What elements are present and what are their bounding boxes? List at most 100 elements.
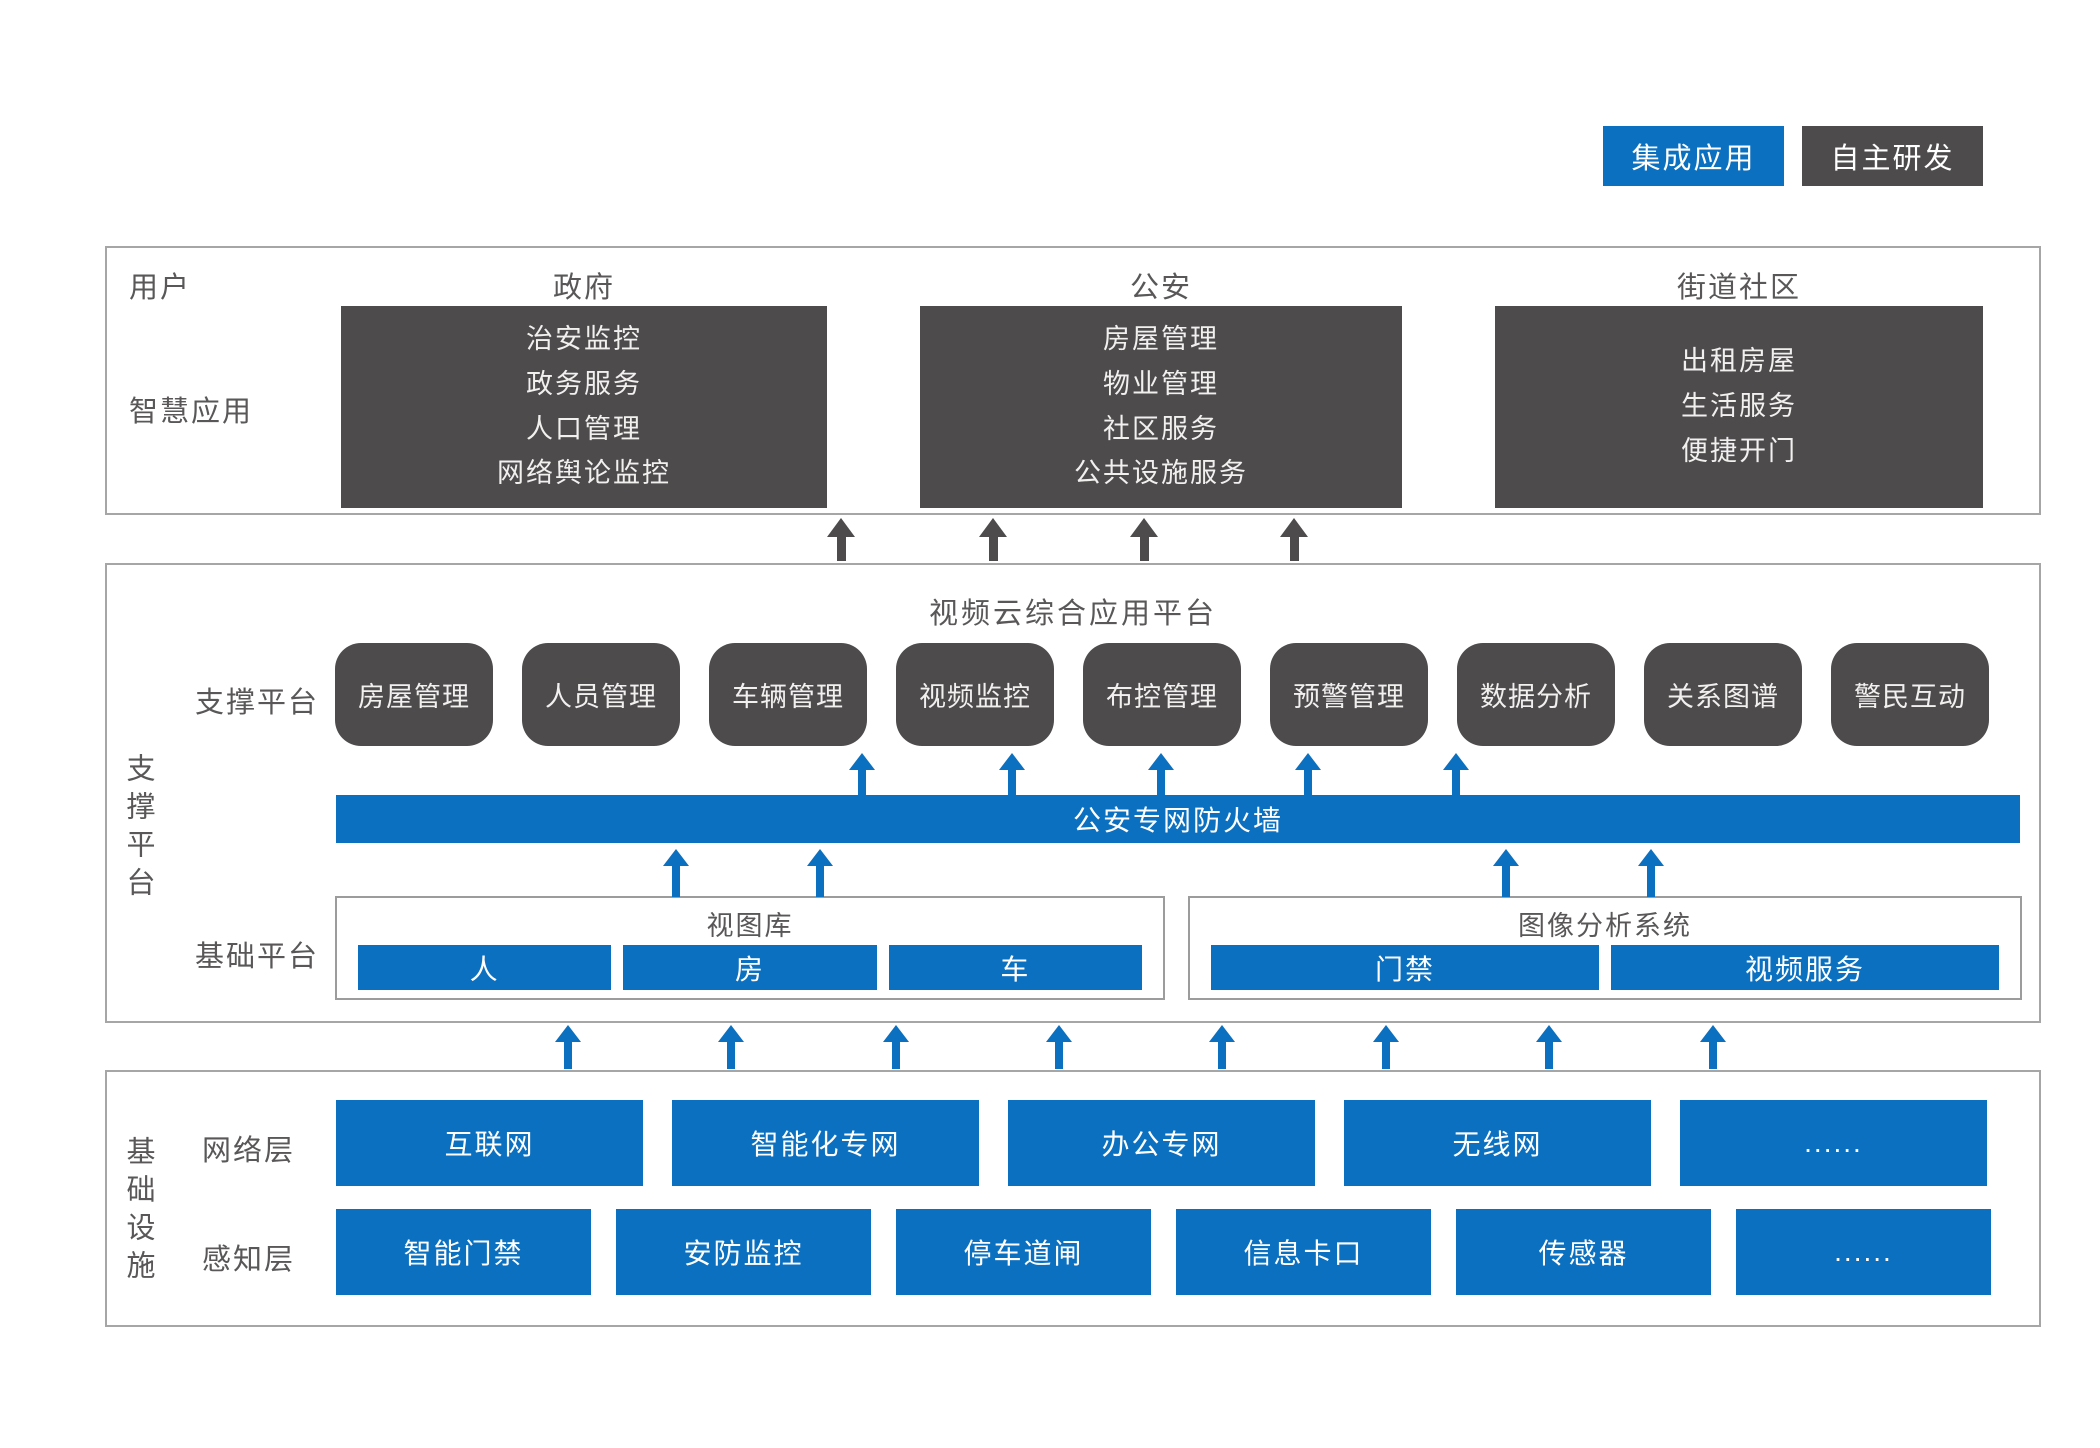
bar-item: 房 <box>623 945 877 990</box>
bar-item: 人 <box>358 945 612 990</box>
arrow-head <box>555 1025 581 1042</box>
app-item: 公共设施服务 <box>1074 458 1248 489</box>
arrow-shaft <box>1452 770 1460 797</box>
arrow-shaft <box>858 770 866 797</box>
sensing-box: 智能门禁 <box>336 1209 591 1295</box>
sensing-box: 安防监控 <box>616 1209 871 1295</box>
up-arrow-icon <box>1638 849 1664 897</box>
legend-integrated-app: 集成应用 <box>1603 126 1784 186</box>
government-apps-box: 治安监控 政务服务 人口管理 网络舆论监控 <box>341 306 827 508</box>
police-apps-box: 房屋管理 物业管理 社区服务 公共设施服务 <box>920 306 1402 508</box>
arrow-head <box>979 518 1007 537</box>
arrow-head <box>1130 518 1158 537</box>
up-arrow-icon <box>979 518 1007 561</box>
base-box-title: 视图库 <box>706 911 794 941</box>
column-header: 街道社区 <box>1676 272 1801 304</box>
arrow-shaft <box>1008 770 1016 797</box>
arrow-shaft <box>1289 537 1299 561</box>
module-box: 数据分析 <box>1457 643 1615 746</box>
app-item: 便捷开门 <box>1681 435 1797 466</box>
base-box-title: 图像分析系统 <box>1518 911 1692 941</box>
app-item: 社区服务 <box>1103 413 1219 444</box>
sensing-box: ...... <box>1736 1209 1991 1295</box>
base-bars: 人 房 车 <box>358 945 1142 990</box>
up-arrow-icon <box>1536 1025 1562 1069</box>
user-application-section: 用户 智慧应用 政府 治安监控 政务服务 人口管理 网络舆论监控 公安 房屋管理… <box>105 246 2041 515</box>
up-arrow-icon <box>849 753 875 797</box>
app-item: 治安监控 <box>526 324 642 355</box>
arrow-shaft <box>1382 1042 1390 1069</box>
up-arrow-icon <box>1046 1025 1072 1069</box>
up-arrow-icon <box>1443 753 1469 797</box>
support-row-label: 支撑平台 <box>195 687 320 719</box>
up-arrow-icon <box>1295 753 1321 797</box>
arrow-head <box>663 849 689 866</box>
image-analysis-system-box: 图像分析系统 门禁 视频服务 <box>1188 896 2022 1000</box>
arrow-head <box>1443 753 1469 770</box>
up-arrow-icon <box>1148 753 1174 797</box>
up-arrow-icon <box>718 1025 744 1069</box>
support-side-label: 支撑平台 <box>122 753 154 905</box>
arrow-head <box>718 1025 744 1042</box>
arrow-head <box>1373 1025 1399 1042</box>
module-box: 人员管理 <box>522 643 680 746</box>
arrow-shaft <box>1218 1042 1226 1069</box>
bar-item: 车 <box>888 945 1142 990</box>
module-box: 预警管理 <box>1270 643 1428 746</box>
sensing-layer-label: 感知层 <box>202 1244 296 1276</box>
infrastructure-section: 基础设施 网络层 互联网 智能化专网 办公专网 无线网 ...... 感知层 智… <box>105 1070 2041 1327</box>
arrow-head <box>1046 1025 1072 1042</box>
up-arrow-icon <box>1209 1025 1235 1069</box>
arrow-head <box>1295 753 1321 770</box>
app-item: 人口管理 <box>526 413 642 444</box>
network-box: 智能化专网 <box>672 1100 979 1186</box>
arrow-shaft <box>1055 1042 1063 1069</box>
up-arrow-icon <box>807 849 833 897</box>
app-item: 出租房屋 <box>1681 346 1797 377</box>
module-box: 房屋管理 <box>335 643 493 746</box>
arrow-shaft <box>988 537 998 561</box>
arrow-shaft <box>1709 1042 1717 1069</box>
up-arrow-icon <box>1373 1025 1399 1069</box>
support-modules-row: 房屋管理 人员管理 车辆管理 视频监控 布控管理 预警管理 数据分析 关系图谱 … <box>335 643 1989 746</box>
up-arrow-icon <box>663 849 689 897</box>
arrow-shaft <box>1157 770 1165 797</box>
community-apps-box: 出租房屋 生活服务 便捷开门 <box>1495 306 1983 508</box>
up-arrow-icon <box>1280 518 1308 561</box>
sensing-box: 停车道闸 <box>896 1209 1151 1295</box>
network-layer-label: 网络层 <box>202 1135 296 1167</box>
bar-item: 视频服务 <box>1611 945 1999 990</box>
network-box: 办公专网 <box>1008 1100 1315 1186</box>
module-box: 警民互动 <box>1831 643 1989 746</box>
arrow-shaft <box>1139 537 1149 561</box>
up-arrow-icon <box>827 518 855 561</box>
sensing-layer-row: 智能门禁 安防监控 停车道闸 信息卡口 传感器 ...... <box>336 1209 1991 1295</box>
up-arrow-icon <box>999 753 1025 797</box>
legend-self-developed: 自主研发 <box>1802 126 1983 186</box>
firewall-bar: 公安专网防火墙 <box>336 795 2020 843</box>
arrow-head <box>1638 849 1664 866</box>
arrow-head <box>1700 1025 1726 1042</box>
legend: 集成应用 自主研发 <box>1603 126 1983 186</box>
infra-side-label: 基础设施 <box>122 1136 154 1288</box>
app-item: 生活服务 <box>1681 391 1797 422</box>
arrow-shaft <box>816 866 824 897</box>
platform-title: 视频云综合应用平台 <box>928 598 1217 630</box>
module-box: 车辆管理 <box>709 643 867 746</box>
base-bars: 门禁 视频服务 <box>1211 945 1999 990</box>
bar-item: 门禁 <box>1211 945 1599 990</box>
user-row-label: 用户 <box>129 272 192 304</box>
arrow-head <box>883 1025 909 1042</box>
module-box: 视频监控 <box>896 643 1054 746</box>
network-box: 无线网 <box>1344 1100 1651 1186</box>
module-box: 关系图谱 <box>1644 643 1802 746</box>
arrow-head <box>1209 1025 1235 1042</box>
arrow-shaft <box>1502 866 1510 897</box>
arrow-shaft <box>892 1042 900 1069</box>
arrow-head <box>1536 1025 1562 1042</box>
app-item: 网络舆论监控 <box>497 458 671 489</box>
app-item: 物业管理 <box>1103 368 1219 399</box>
arrow-shaft <box>1304 770 1312 797</box>
network-box: 互联网 <box>336 1100 643 1186</box>
